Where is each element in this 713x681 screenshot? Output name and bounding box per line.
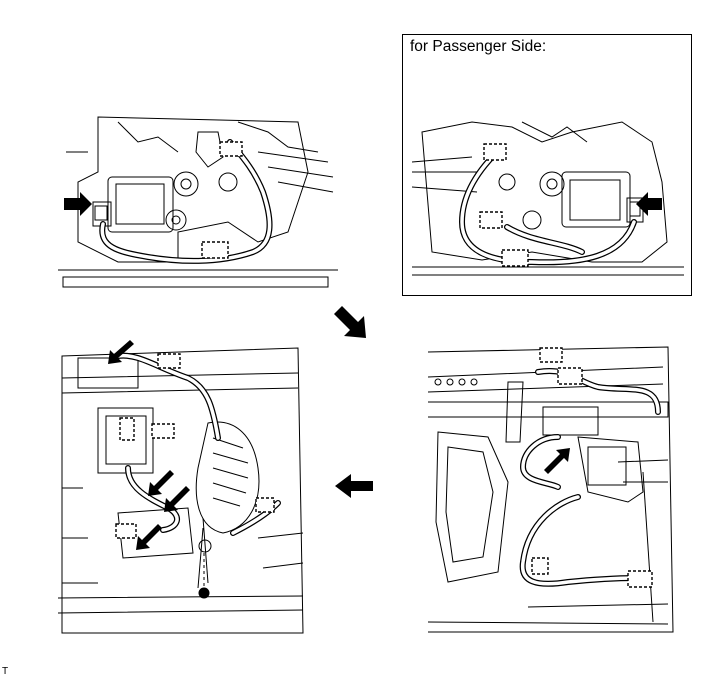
- arrow-down-right-icon: [334, 306, 366, 338]
- arrow-pointer-icon: [64, 192, 92, 216]
- clip-marker-icon: [219, 141, 243, 157]
- arrow-left-icon: [335, 474, 373, 498]
- clip-marker-icon: [483, 143, 507, 161]
- arrow-pointer-icon: [544, 448, 570, 474]
- clip-marker-icon: [115, 523, 137, 539]
- clip-marker-icon: [151, 423, 175, 439]
- clip-marker-icon: [201, 241, 229, 259]
- clip-marker-icon: [557, 367, 583, 385]
- instrument-panel-view-left: [58, 338, 310, 634]
- clip-marker-icon: [119, 417, 135, 441]
- figure-code: T: [2, 666, 9, 677]
- arrow-pointer-icon: [148, 470, 174, 496]
- arrow-pointer-icon: [636, 192, 662, 216]
- arrow-pointer-icon: [108, 340, 134, 364]
- passenger-side-frame: [402, 34, 692, 296]
- clip-marker-icon: [531, 557, 549, 575]
- clip-marker-icon: [255, 497, 275, 513]
- clip-marker-icon: [479, 211, 503, 229]
- clip-marker-icon: [157, 353, 181, 369]
- clip-marker-icon: [501, 249, 529, 267]
- arrow-pointer-icon: [136, 524, 162, 550]
- instrument-panel-view-right: [428, 342, 680, 642]
- arrow-pointer-icon: [164, 486, 190, 512]
- passenger-side-label: for Passenger Side:: [410, 38, 547, 55]
- clip-marker-icon: [627, 570, 653, 588]
- driver-side-illustration: [58, 112, 338, 292]
- passenger-side-illustration: [412, 112, 684, 282]
- clip-marker-icon: [539, 347, 563, 363]
